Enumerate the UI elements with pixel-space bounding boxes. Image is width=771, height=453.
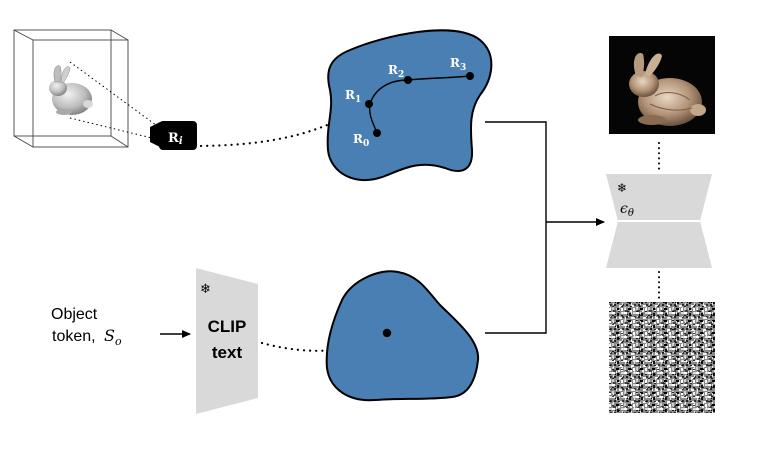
noise-image (609, 302, 715, 413)
pose-trajectory (365, 72, 474, 137)
clip-frozen-icon: ❄ (200, 282, 211, 297)
pose-point-r0 (373, 129, 381, 137)
object-bounding-cube (13, 29, 129, 148)
pose-embedding-blob (326, 29, 493, 182)
object-token-label: Object token, So (51, 306, 122, 348)
embedding-merge-connector (485, 121, 547, 334)
svg-text:token, So: token, So (52, 326, 122, 348)
unet-frozen-icon: ❄ (617, 181, 627, 195)
pose-label-r2: R2 (388, 63, 404, 80)
camera-projection-lines (69, 61, 161, 141)
svg-text:Object: Object (51, 306, 98, 323)
bunny-mesh-icon (49, 65, 93, 115)
svg-text:text: text (212, 343, 243, 362)
pose-point-r1 (365, 100, 373, 108)
clip-to-embedding-dotted-path (260, 331, 389, 352)
clip-encoder-label: CLIP text (208, 317, 247, 362)
pose-label-r1: R1 (345, 88, 361, 105)
text-embedding-point (382, 328, 392, 338)
unet-label: ϵθ (620, 201, 634, 219)
clip-text-encoder (196, 268, 258, 414)
svg-text:CLIP: CLIP (208, 317, 247, 336)
text-embedding-blob (325, 270, 480, 402)
rendered-bunny-image (609, 36, 715, 134)
pose-point-r2 (404, 76, 412, 84)
pose-point-r3 (466, 72, 474, 80)
pose-label-r0: R0 (353, 132, 369, 149)
camera-icon: Ri (150, 121, 197, 150)
camera-label: Ri (168, 131, 183, 147)
pose-label-r3: R3 (450, 56, 466, 73)
